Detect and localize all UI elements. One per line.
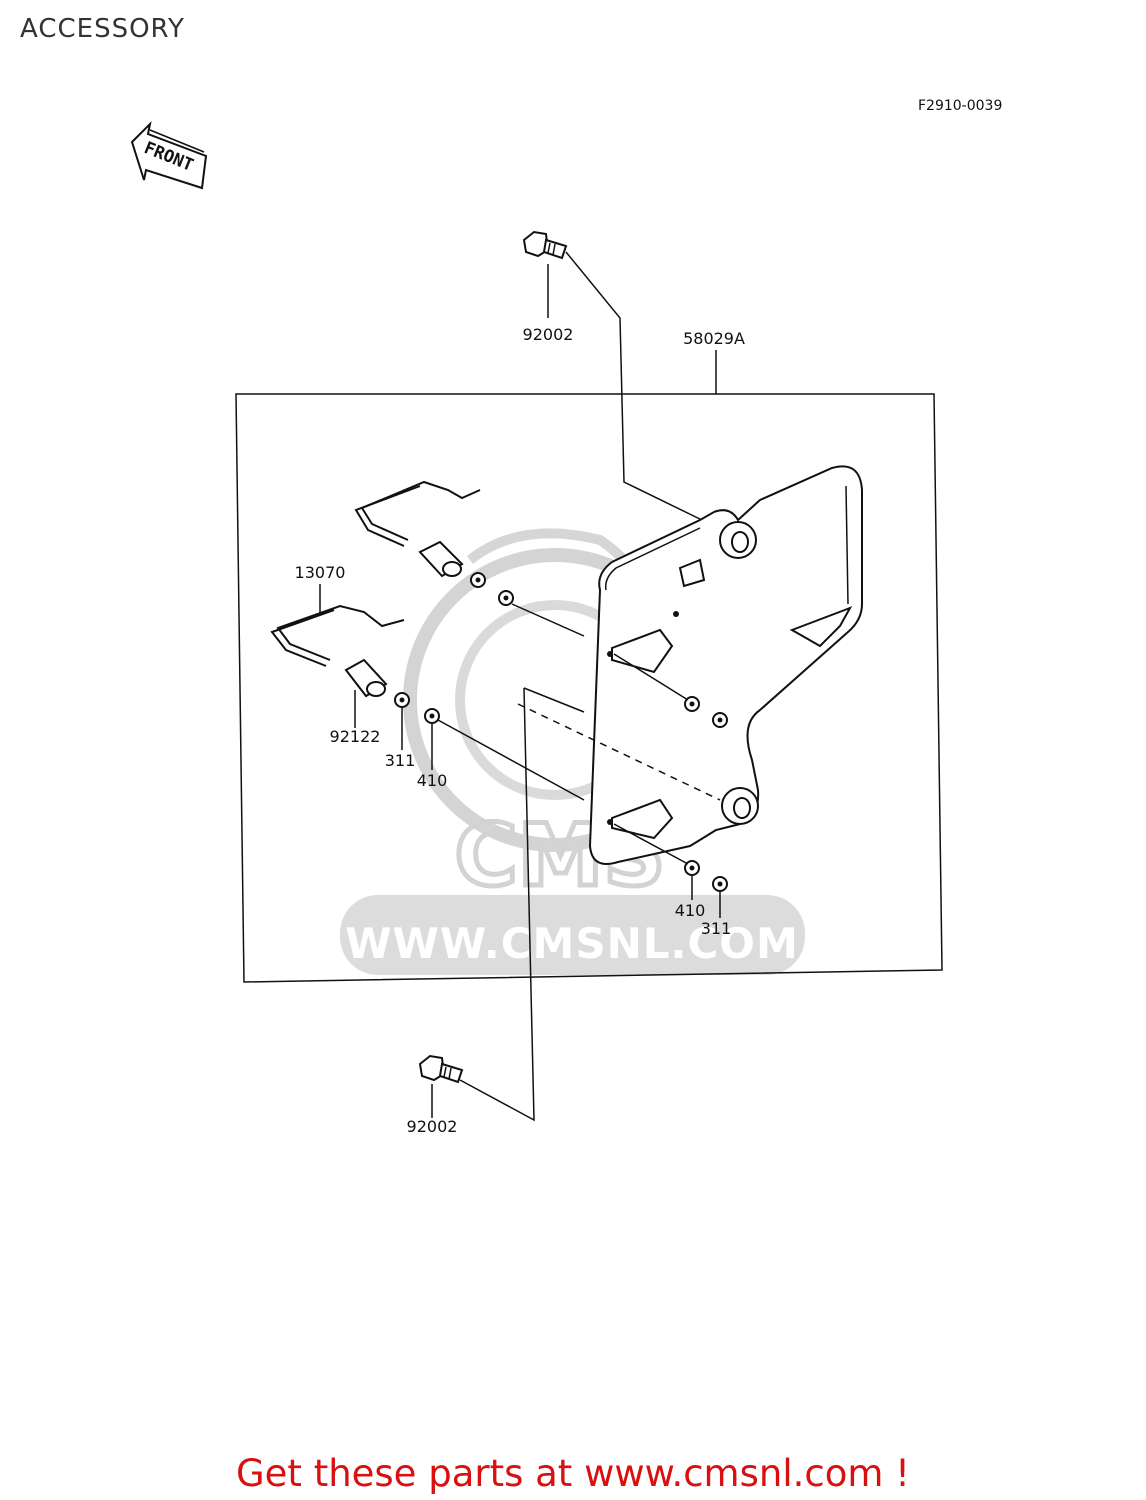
part-label-92002-bottom: 92002: [407, 1117, 458, 1136]
leader-bolt-bottom-to-bracket: [459, 687, 535, 1122]
nut-upper-left-icon: [470, 572, 486, 588]
watermark-site-text: WWW.CMSNL.COM: [345, 919, 799, 968]
collar-lower-icon: [344, 658, 388, 698]
assembly-boundary: [235, 393, 943, 983]
leader-bolt-top-to-bracket: [565, 251, 707, 523]
washer-upper-left-icon: [498, 590, 514, 606]
part-label-92122: 92122: [330, 727, 381, 746]
collar-upper-icon: [418, 540, 464, 578]
part-label-311-left: 311: [385, 751, 416, 770]
part-label-92002-top: 92002: [523, 325, 574, 344]
part-label-58029A: 58029A: [683, 329, 745, 348]
stay-rod-lower-icon: [270, 604, 405, 667]
part-label-410-left: 410: [417, 771, 448, 790]
alignment-lines: [437, 603, 721, 865]
bracket-plate: [588, 465, 863, 865]
exploded-parts-diagram: WWW.CMSNL.COM CMS FRONT: [130, 120, 943, 1136]
washer-mid-right-icon: [684, 696, 700, 712]
nut-mid-right-icon: [712, 712, 728, 728]
bolt-bottom-icon: [418, 1054, 464, 1084]
washer-right-icon: [684, 860, 700, 876]
page-title: ACCESSORY: [20, 14, 185, 44]
bolt-top-icon: [522, 230, 568, 260]
promo-link[interactable]: Get these parts at www.cmsnl.com !: [235, 1452, 910, 1495]
front-arrow-icon: FRONT: [130, 120, 208, 190]
stay-rod-upper-icon: [354, 480, 481, 547]
part-label-13070: 13070: [295, 563, 346, 582]
part-label-410-right: 410: [675, 901, 706, 920]
washer-left-icon: [424, 708, 440, 724]
nut-left-icon: [394, 692, 410, 708]
figure-code: F2910-0039: [918, 98, 1003, 114]
part-label-311-right: 311: [701, 919, 732, 938]
nut-right-icon: [712, 876, 728, 892]
